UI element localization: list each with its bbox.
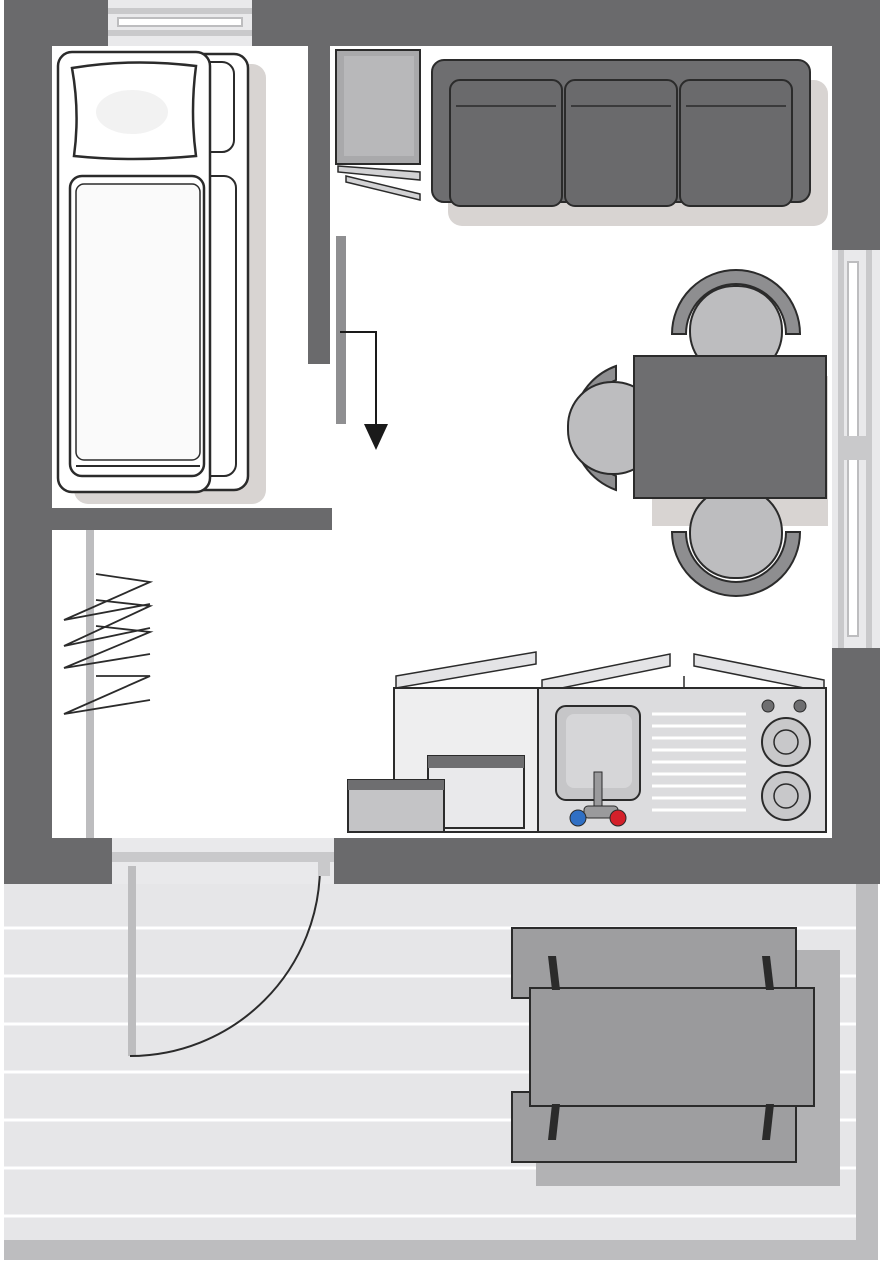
wall-bottom-left <box>4 838 112 884</box>
tap-hot <box>609 809 627 827</box>
dining-set <box>567 269 828 597</box>
window-right <box>832 250 880 648</box>
picnic-table-icon <box>511 927 840 1186</box>
drainboard <box>652 712 746 812</box>
wardrobe-hangers-icon <box>63 530 154 838</box>
dining-table <box>633 355 827 499</box>
walls <box>4 0 880 884</box>
door-swing-icon <box>112 838 334 1057</box>
stove-burner-icon <box>761 699 811 821</box>
partition-bedroom-vertical <box>308 46 330 364</box>
picnic-tabletop <box>529 987 815 1107</box>
wall-bottom-right <box>334 838 880 884</box>
door-arc <box>129 865 321 1057</box>
closet-rail <box>86 530 94 838</box>
window-top <box>108 0 252 46</box>
sofa <box>431 59 828 226</box>
deck-edge-bottom <box>4 1240 878 1260</box>
sliding-door-panel <box>336 236 346 424</box>
partition-bedroom-horizontal <box>52 508 332 530</box>
tap-cold <box>569 809 587 827</box>
entry-arrow-icon <box>340 331 388 450</box>
wall-left <box>4 0 52 884</box>
kitchenette <box>347 651 827 833</box>
armchair <box>335 49 421 201</box>
dining-chair-top <box>670 269 802 377</box>
wall-top-right <box>252 0 880 46</box>
sink-icon <box>555 705 641 827</box>
sofa-cushions <box>449 79 793 207</box>
deck-edge-right <box>856 884 878 1260</box>
fridge-icon <box>347 755 525 833</box>
bed <box>56 50 266 504</box>
wall-right-upper <box>832 0 880 250</box>
door-leaf <box>128 866 136 1056</box>
